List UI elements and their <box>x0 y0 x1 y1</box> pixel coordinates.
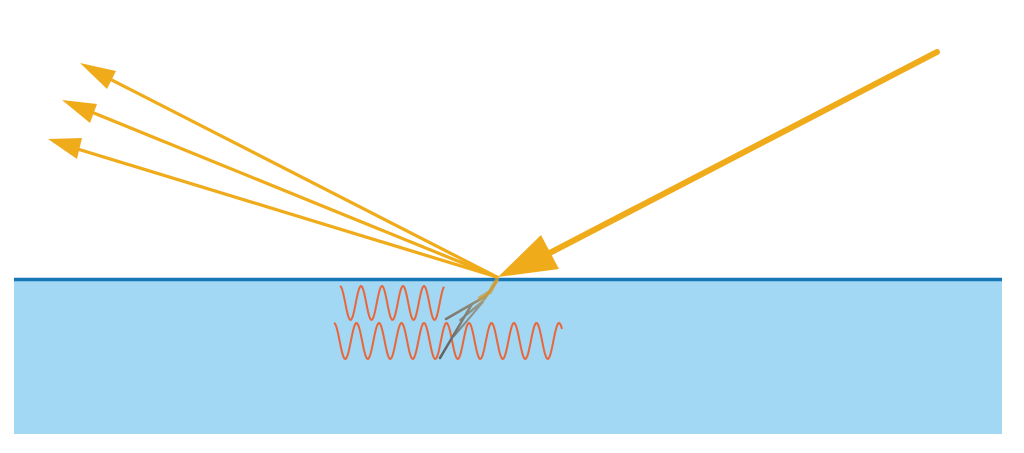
transmitted-ray-blend <box>478 277 499 300</box>
reflected-ray <box>102 74 499 279</box>
reflected-ray-group <box>48 63 499 279</box>
wave-group <box>333 284 563 361</box>
incident-arrowhead <box>498 235 559 277</box>
reflected-arrowhead <box>62 100 97 123</box>
transmitted-ray-group <box>438 277 499 360</box>
reflected-ray <box>69 145 499 279</box>
wave-train <box>333 321 563 361</box>
reflected-arrowhead <box>48 138 82 159</box>
wave-train <box>339 284 445 321</box>
incident-ray-group <box>498 49 940 277</box>
incident-ray <box>537 49 940 261</box>
reflected-arrowhead <box>80 63 116 89</box>
reflected-ray <box>82 107 499 279</box>
medium-region <box>14 280 1002 434</box>
